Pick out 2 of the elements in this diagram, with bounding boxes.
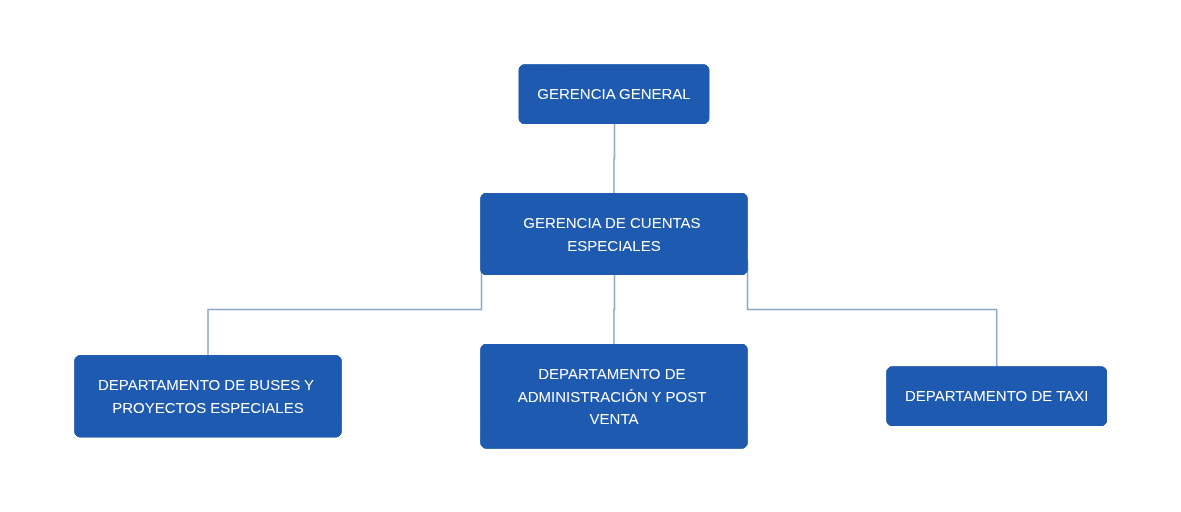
connector <box>613 273 616 346</box>
connector <box>613 122 616 195</box>
